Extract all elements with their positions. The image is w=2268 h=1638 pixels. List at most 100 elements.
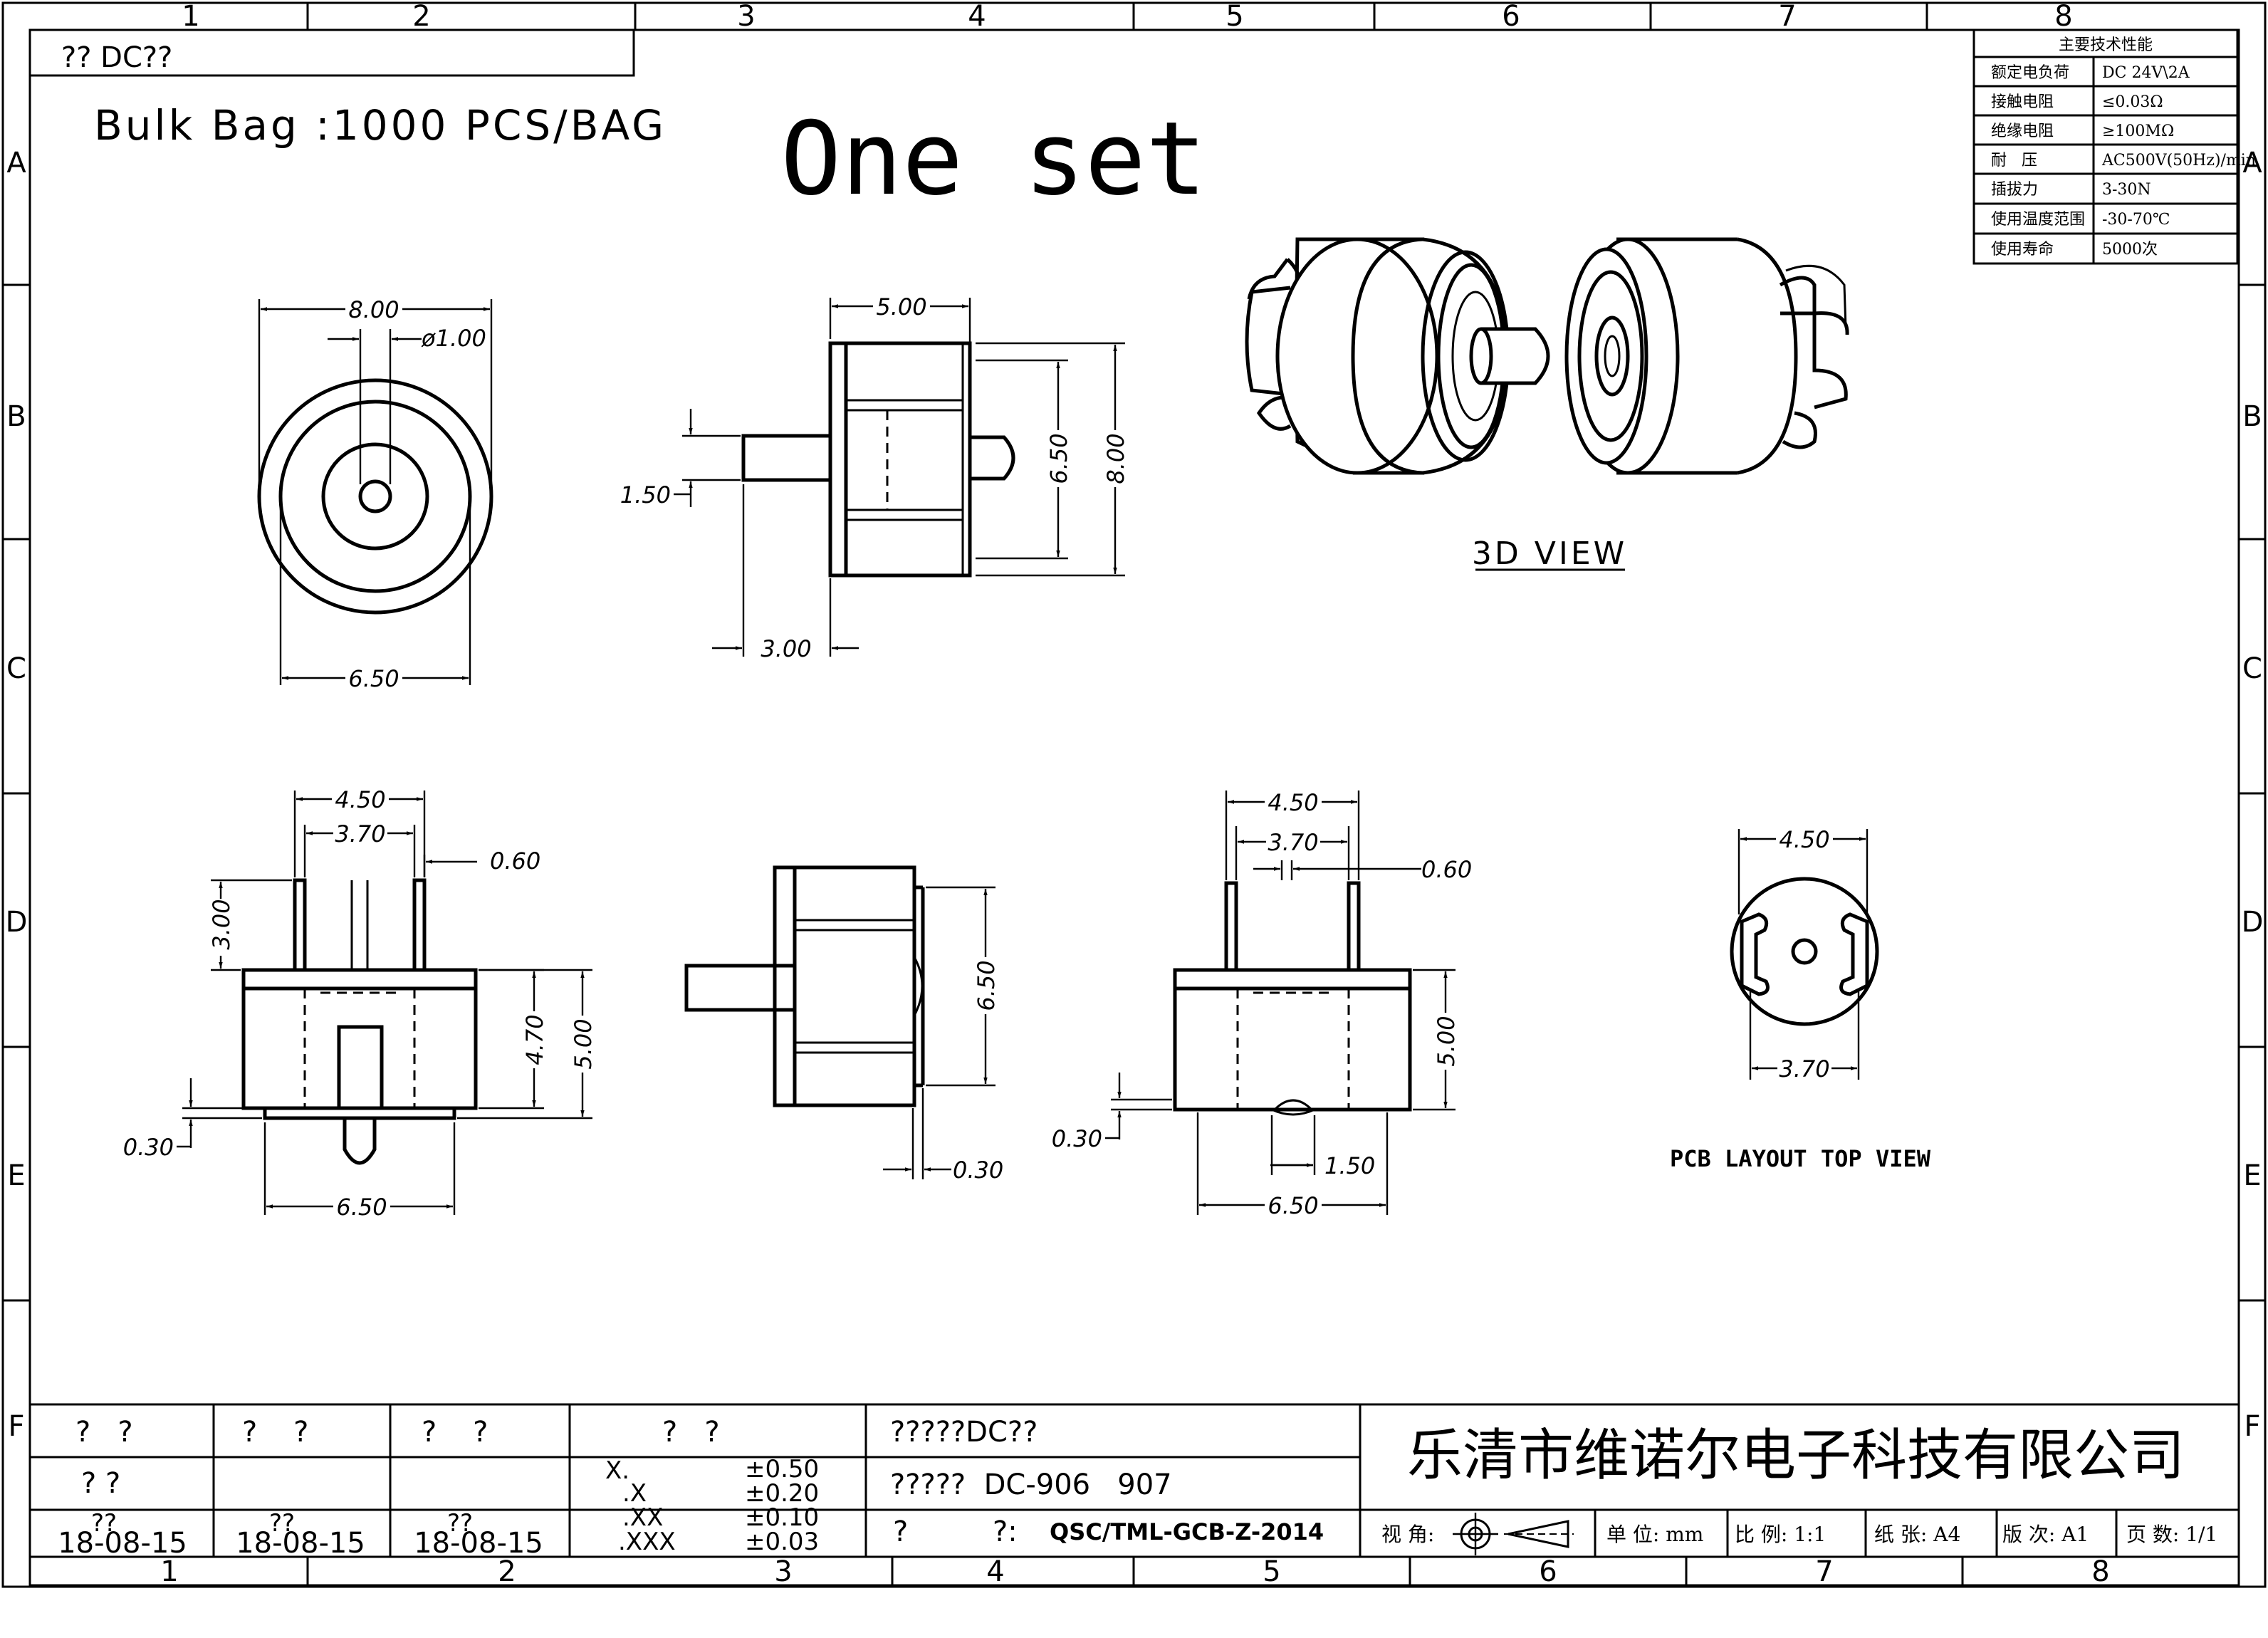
front-view-right: 4.50 3.70 0.60 5.00 0.30 1.50 6.50 (1052, 789, 1473, 1219)
tb-date: 18-08-15 (236, 1527, 365, 1560)
col-label: 5 (1226, 0, 1243, 33)
tb-header: ? ? (242, 1416, 308, 1449)
col-label: 7 (1815, 1555, 1833, 1588)
doc-label: ?: (993, 1516, 1018, 1548)
tb-header: ? ? (662, 1416, 720, 1449)
middle-side-view: 6.50 0.30 (684, 865, 1003, 1184)
tb-date-label: ?? (447, 1509, 473, 1538)
col-label: 2 (412, 0, 430, 33)
col-label: 2 (498, 1555, 516, 1588)
dim-label: 0.30 (953, 1157, 1003, 1184)
version-label: 版 次: A1 (2002, 1523, 2089, 1546)
specs-table: 主要技术性能 额定电负荷 DC 24V\2A 接触电阻 ≤0.03Ω 绝缘电阻 … (1972, 28, 2256, 265)
dim-label: 1.50 (620, 481, 671, 508)
spec-value: ≤0.03Ω (2102, 93, 2163, 111)
col-label: 6 (1502, 0, 1520, 33)
col-label: 4 (968, 0, 986, 33)
row-label: E (7, 1159, 25, 1192)
tol-label: .XXX (618, 1528, 676, 1556)
tol-label: .XX (622, 1503, 663, 1532)
title-block: ? ? ? ? ? ? ? ? ? ? ?? 18-08-15 ?? 18-08… (30, 1403, 2239, 1560)
dim-label: 4.50 (1268, 789, 1318, 816)
dim-label: 6.50 (1268, 1192, 1318, 1219)
doc-label: ? (893, 1516, 908, 1548)
dim-label: ø1.00 (421, 325, 486, 352)
row-label: C (2242, 652, 2262, 685)
col-label: 1 (182, 0, 199, 33)
tb-cell: ? ? (81, 1467, 120, 1500)
title-box-top-left (28, 28, 635, 77)
dim-label: 0.30 (1052, 1125, 1102, 1152)
dim-label: 8.00 (348, 296, 399, 323)
col-label: 5 (1263, 1555, 1280, 1588)
row-label: C (6, 652, 26, 685)
row-label: A (2242, 147, 2262, 179)
front-view-left: 4.50 3.70 0.60 3.00 4.70 5.00 0.30 6. (123, 786, 597, 1221)
tol-value: ±0.20 (745, 1479, 819, 1508)
spec-value: ≥100MΩ (2102, 122, 2174, 140)
tol-label: .X (622, 1479, 647, 1508)
projection-symbol-icon (1453, 1513, 1574, 1555)
dim-label: 6.50 (336, 1194, 387, 1221)
tb-date: 18-08-15 (58, 1527, 187, 1560)
dim-label: 6.50 (1045, 433, 1072, 484)
col-label: 8 (2054, 0, 2072, 33)
dim-label: 3.70 (1779, 1055, 1829, 1083)
spec-label: 额定电负荷 (1991, 64, 2069, 82)
pcb-layout-view: 4.50 3.70 PCB LAYOUT TOP VIEW (1670, 826, 1931, 1172)
side-view: 5.00 6.50 8.00 1.50 3.00 (620, 293, 1129, 662)
dim-label: 0.30 (123, 1134, 174, 1161)
pages-label: 页 数: 1/1 (2126, 1523, 2217, 1546)
dim-label: 5.00 (570, 1018, 597, 1069)
3d-view: 3D VIEW (1245, 237, 1849, 572)
row-label: D (2242, 906, 2264, 939)
paper-label: 纸 张: A4 (1874, 1523, 1960, 1546)
col-label: 1 (160, 1555, 178, 1588)
spec-value: AC500V(50Hz)/min (2101, 152, 2256, 169)
tb-header: ? ? (75, 1416, 133, 1449)
dim-label: 4.70 (521, 1014, 548, 1065)
spec-label: 耐 压 (1991, 152, 2037, 169)
dim-label: 8.00 (1102, 433, 1129, 484)
col-label: 3 (774, 1555, 792, 1588)
spec-value: -30-70℃ (2102, 211, 2170, 229)
pcb-label: PCB LAYOUT TOP VIEW (1670, 1145, 1931, 1172)
drawing-border (1, 1, 2267, 1588)
tb-date-label: ?? (91, 1509, 117, 1538)
row-label: E (2243, 1159, 2261, 1192)
dim-label: 0.60 (490, 847, 540, 875)
tb-date-label: ?? (269, 1509, 295, 1538)
row-label: B (2242, 400, 2262, 433)
unit-label: 单 位: mm (1606, 1523, 1703, 1546)
spec-value: 5000次 (2102, 241, 2158, 259)
tb-header: ? ? (422, 1416, 488, 1449)
row-label: F (8, 1410, 24, 1443)
dim-label: 0.60 (1421, 856, 1472, 883)
tol-label: X. (605, 1456, 629, 1485)
specs-title: 主要技术性能 (2059, 36, 2153, 54)
product-model: ????? DC-906 907 (890, 1469, 1172, 1501)
company-name: 乐清市维诺尔电子科技有限公司 (1407, 1424, 2185, 1488)
row-label: D (6, 906, 28, 939)
dim-label: 1.50 (1324, 1152, 1375, 1179)
dim-label: 6.50 (973, 960, 1000, 1011)
tol-value: ±0.50 (745, 1455, 819, 1483)
spec-value: DC 24V\2A (2102, 64, 2190, 82)
col-label: 8 (2091, 1555, 2109, 1588)
big-title: One set (780, 100, 1206, 218)
row-label: B (6, 400, 26, 433)
spec-label: 使用寿命 (1991, 241, 2054, 259)
spec-label: 使用温度范围 (1991, 211, 2085, 229)
spec-label: 插拔力 (1991, 181, 2038, 199)
dim-label: 3.70 (335, 820, 385, 847)
col-label: 7 (1778, 0, 1796, 33)
doc-number: QSC/TML-GCB-Z-2014 (1050, 1518, 1324, 1545)
product-name: ?????DC?? (890, 1416, 1038, 1449)
grid-column-labels-bottom: 1 2 3 4 5 6 7 8 (160, 1555, 2109, 1588)
dim-label: 3.00 (761, 635, 811, 662)
row-label: F (2244, 1410, 2260, 1443)
dim-label: 3.00 (208, 899, 235, 949)
spec-label: 绝缘电阻 (1991, 122, 2054, 140)
grid-row-labels: A B C D E F A B C D E F (6, 147, 2264, 1443)
